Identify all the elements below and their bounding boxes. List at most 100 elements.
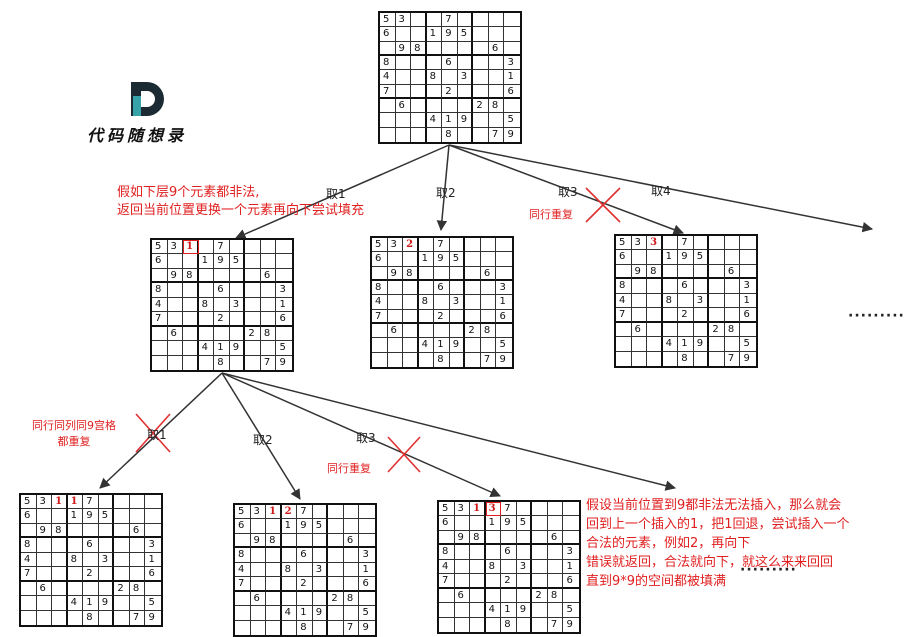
sudoku-cell (501, 559, 517, 575)
sudoku-cell (458, 127, 474, 142)
sudoku-cell (235, 606, 251, 621)
sudoku-cell: 3 (631, 236, 648, 251)
sudoku-cell (662, 264, 679, 280)
sudoku-cell: 8 (83, 610, 99, 625)
sudoku-cell (114, 552, 130, 568)
sudoku-cell: 1 (662, 250, 679, 265)
sudoku-cell (387, 252, 404, 267)
sudoku-cell (328, 533, 344, 549)
sudoku-cell (442, 98, 458, 114)
sudoku-cell: 9 (449, 338, 466, 353)
sudoku-cell (411, 70, 427, 85)
sudoku-cell (21, 523, 37, 539)
sudoku-cell (372, 338, 388, 353)
sudoku-cell (678, 293, 694, 309)
sudoku-cell (418, 309, 435, 324)
sudoku-cell: 5 (235, 505, 251, 520)
sudoku-cell (198, 283, 215, 298)
sudoku-cell: 6 (678, 279, 694, 294)
sudoku-cell: 5 (312, 519, 329, 534)
sudoku-cell (250, 577, 267, 592)
sudoku-cell (426, 13, 443, 28)
sudoku-cell: 6 (36, 581, 53, 597)
highlighted-cell: 1 (183, 240, 199, 255)
sudoku-cell: 4 (426, 113, 443, 128)
sudoku-cell (403, 323, 419, 339)
edge-label-top-take3: 取3 (558, 185, 578, 199)
sudoku-cell (496, 238, 512, 253)
sudoku-cell (488, 55, 505, 71)
ellipsis-right: ········· (848, 308, 905, 324)
sudoku-cell: 6 (145, 567, 161, 582)
sudoku-cell (67, 523, 84, 539)
sudoku-cell: 7 (380, 84, 396, 99)
sudoku-cell (740, 323, 756, 338)
sudoku-cell (145, 495, 161, 510)
sudoku-cell (532, 530, 548, 546)
sudoku-cell (359, 519, 375, 534)
sudoku-cell (480, 252, 497, 267)
sudoku-cell (312, 591, 329, 607)
sudoku-cell (616, 337, 632, 352)
sudoku-cell (427, 127, 443, 142)
ellipsis-bottom: ········· (740, 562, 797, 578)
sudoku-cell (418, 266, 435, 281)
sudoku-cell (465, 338, 481, 353)
sudoku-cell (439, 588, 455, 604)
sudoku-cell (276, 240, 292, 255)
sudoku-cell: 9 (507, 128, 514, 140)
sudoku-cell: 6 (740, 308, 756, 323)
sudoku-cell (449, 280, 466, 296)
edge-label-top-take4: 取4 (651, 184, 671, 198)
sudoku-cell: 8 (235, 548, 251, 563)
sudoku-cell (67, 567, 84, 582)
sudoku-cell: 3 (145, 538, 161, 553)
sudoku-cell (403, 338, 419, 353)
sudoku-cell (709, 337, 725, 352)
sudoku-cell (312, 548, 329, 563)
row-duplicate-note-top: 同行重复 (529, 208, 573, 221)
sudoku-cell (457, 98, 474, 114)
sudoku-cell (152, 268, 168, 284)
sudoku-cell: 9 (442, 27, 458, 42)
sudoku-cell (396, 127, 412, 142)
sudoku-cell (380, 98, 396, 114)
sudoku-cell (229, 283, 246, 298)
sudoku-cell (260, 341, 277, 356)
sudoku-cell: 8 (214, 355, 230, 370)
sudoku-cell: 8 (343, 591, 360, 607)
sudoku-cell (297, 562, 313, 578)
sudoku-cell (312, 577, 329, 592)
backtrack-note: 假如下层9个元素都非法, 返回当前位置更换一个元素再向下尝试填充 (117, 184, 364, 220)
sudoku-cell (501, 588, 517, 604)
sudoku-cell: 6 (297, 548, 313, 563)
sudoku-cell (235, 591, 251, 607)
sudoku-cell: 5 (457, 27, 474, 42)
sudoku-cell: 9 (387, 266, 404, 281)
sudoku-cell (83, 552, 99, 568)
sudoku-cell: 3 (454, 502, 471, 517)
sudoku-cell: 3 (449, 295, 466, 310)
d-logo-icon (131, 82, 164, 116)
sudoku-cell (454, 559, 471, 575)
sudoku-cell (473, 41, 489, 56)
sudoku-cell (709, 250, 725, 265)
sudoku-cell (198, 326, 215, 342)
sudoku-cell (532, 502, 548, 517)
sudoku-cell (450, 352, 466, 367)
sudoku-cell: 3 (693, 293, 710, 309)
sudoku-cell (281, 548, 298, 563)
sudoku-cell (411, 98, 427, 114)
sudoku-cell: 5 (145, 596, 161, 611)
sudoku-cell (480, 280, 497, 296)
sudoku-cell (183, 283, 199, 298)
sudoku-cell: 7 (442, 13, 458, 28)
sudoku-cell (276, 269, 292, 284)
sudoku-cell: 5 (21, 495, 37, 510)
sudoku-cell (235, 533, 251, 549)
sudoku-cell (504, 27, 520, 42)
